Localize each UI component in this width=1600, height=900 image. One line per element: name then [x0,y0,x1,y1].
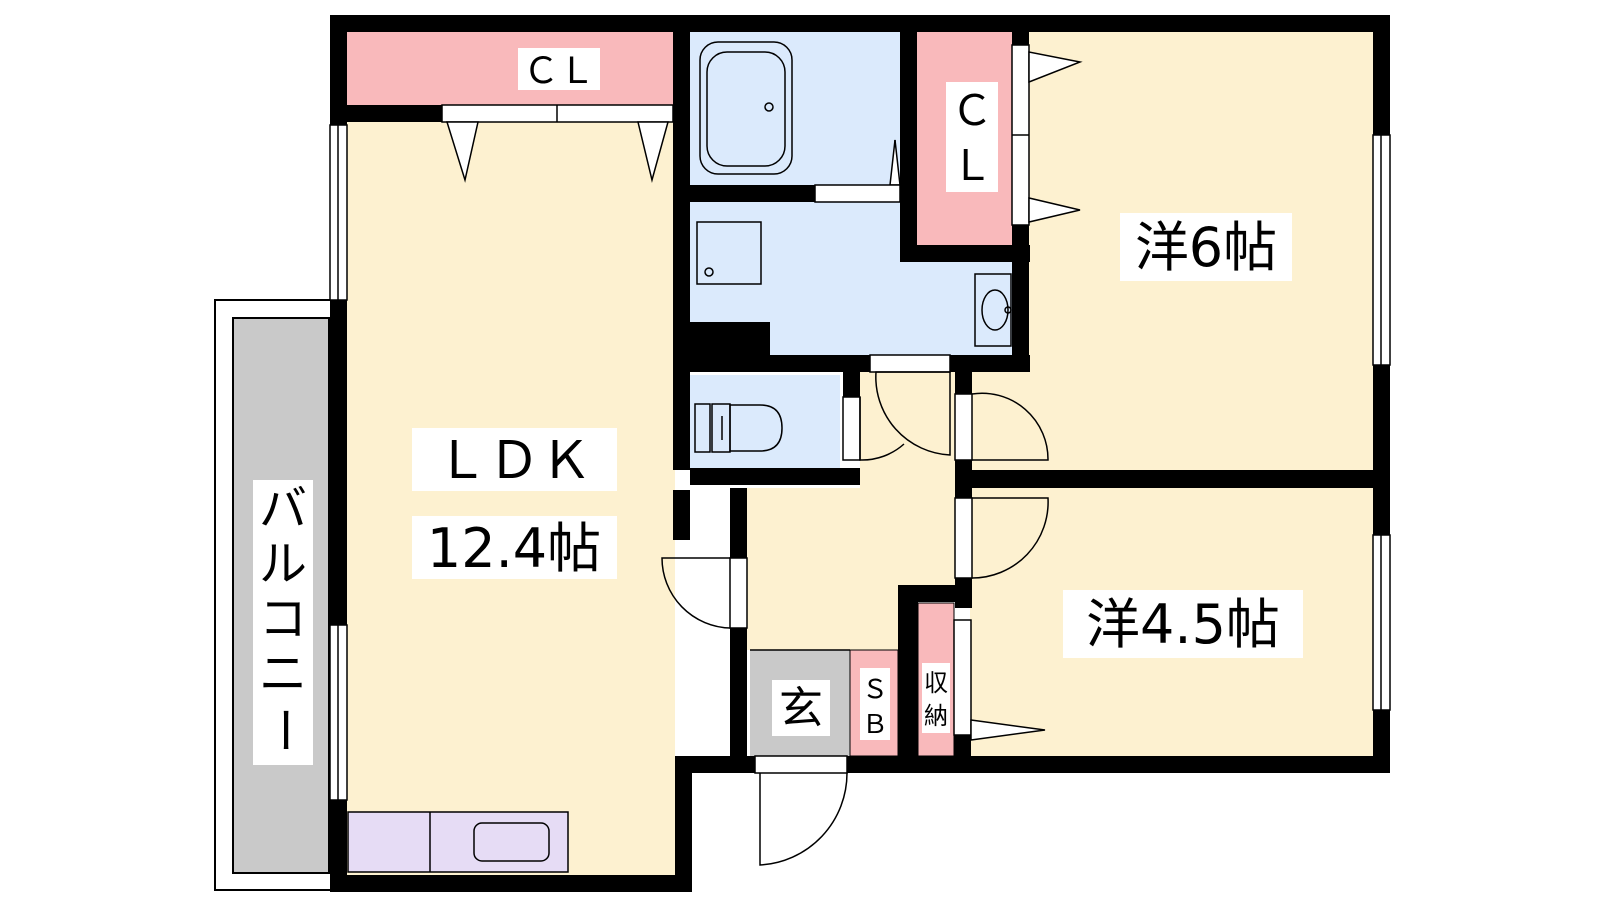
closet-right-label-2: Ｌ [951,141,993,190]
storage-label-2: 納 [924,702,948,730]
ldk-floor [345,120,690,875]
western-room-45-label: 洋4.5帖 [1086,593,1280,656]
shoe-box-label-1: Ｓ [862,675,888,705]
ldk-size-label: 12.4帖 [427,517,601,580]
wash-basin-icon [974,273,1012,347]
balcony-label-2: ル [259,536,307,592]
balcony-label-1: バ [259,481,307,537]
closet-right-doors [1011,44,1083,226]
bathtub-icon [699,41,901,203]
sink-icon [473,822,550,862]
labels: ＣＬ Ｃ Ｌ 洋6帖 ＬＤＫ 12.4帖 洋4.5帖 玄 Ｓ Ｂ 収 納 バ ル… [256,48,1303,754]
ldk-label: ＬＤＫ [436,431,592,491]
closet-top [345,30,673,105]
entrance-label: 玄 [779,683,823,734]
closet-right-label-1: Ｃ [951,86,993,135]
balcony-label-3: コ [259,591,307,647]
western-room-6-label: 洋6帖 [1135,216,1277,279]
storage-label-1: 収 [924,669,948,697]
closet-top-label: ＣＬ [523,51,595,92]
doors [661,354,1049,866]
hallway-floor [745,488,955,650]
toilet-icon [694,403,783,453]
shoe-box-label-2: Ｂ [862,710,888,740]
closet-top-doors [441,104,674,183]
washing-machine-icon [696,221,762,285]
windows [329,124,1391,801]
kitchen-counter [347,811,569,873]
balcony-label-5: ー [256,706,312,754]
balcony [214,299,334,891]
room-fills [345,30,1375,875]
bath-area [690,30,900,185]
toilet-area [690,375,840,470]
balcony-label-4: ニ [259,646,307,702]
washroom-area [690,200,1012,355]
